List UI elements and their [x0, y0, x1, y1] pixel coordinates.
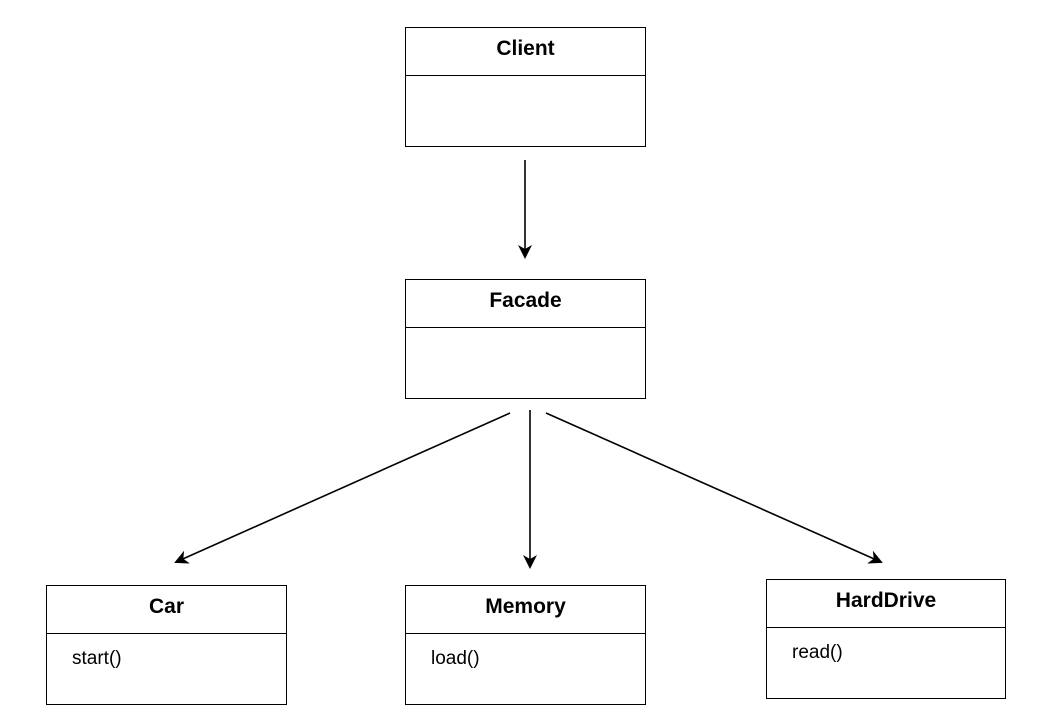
class-client[interactable]: Client — [405, 27, 646, 147]
class-facade-body — [406, 328, 645, 342]
class-memory-method: load() — [431, 648, 480, 669]
class-car-body: start() — [47, 634, 286, 670]
class-harddrive-body: read() — [767, 628, 1005, 664]
class-facade-name: Facade — [406, 280, 645, 328]
class-memory-name: Memory — [406, 586, 645, 634]
class-client-body — [406, 76, 645, 90]
class-client-name: Client — [406, 28, 645, 76]
class-harddrive-name: HardDrive — [767, 580, 1005, 628]
class-car-name: Car — [47, 586, 286, 634]
class-memory-body: load() — [406, 634, 645, 670]
class-facade[interactable]: Facade — [405, 279, 646, 399]
class-harddrive[interactable]: HardDrive read() — [766, 579, 1006, 699]
class-memory[interactable]: Memory load() — [405, 585, 646, 705]
class-car-method: start() — [72, 648, 122, 669]
class-car[interactable]: Car start() — [46, 585, 287, 705]
edge-facade-harddrive — [545, 412, 883, 564]
class-harddrive-method: read() — [792, 642, 843, 663]
edge-facade-car — [174, 412, 511, 564]
